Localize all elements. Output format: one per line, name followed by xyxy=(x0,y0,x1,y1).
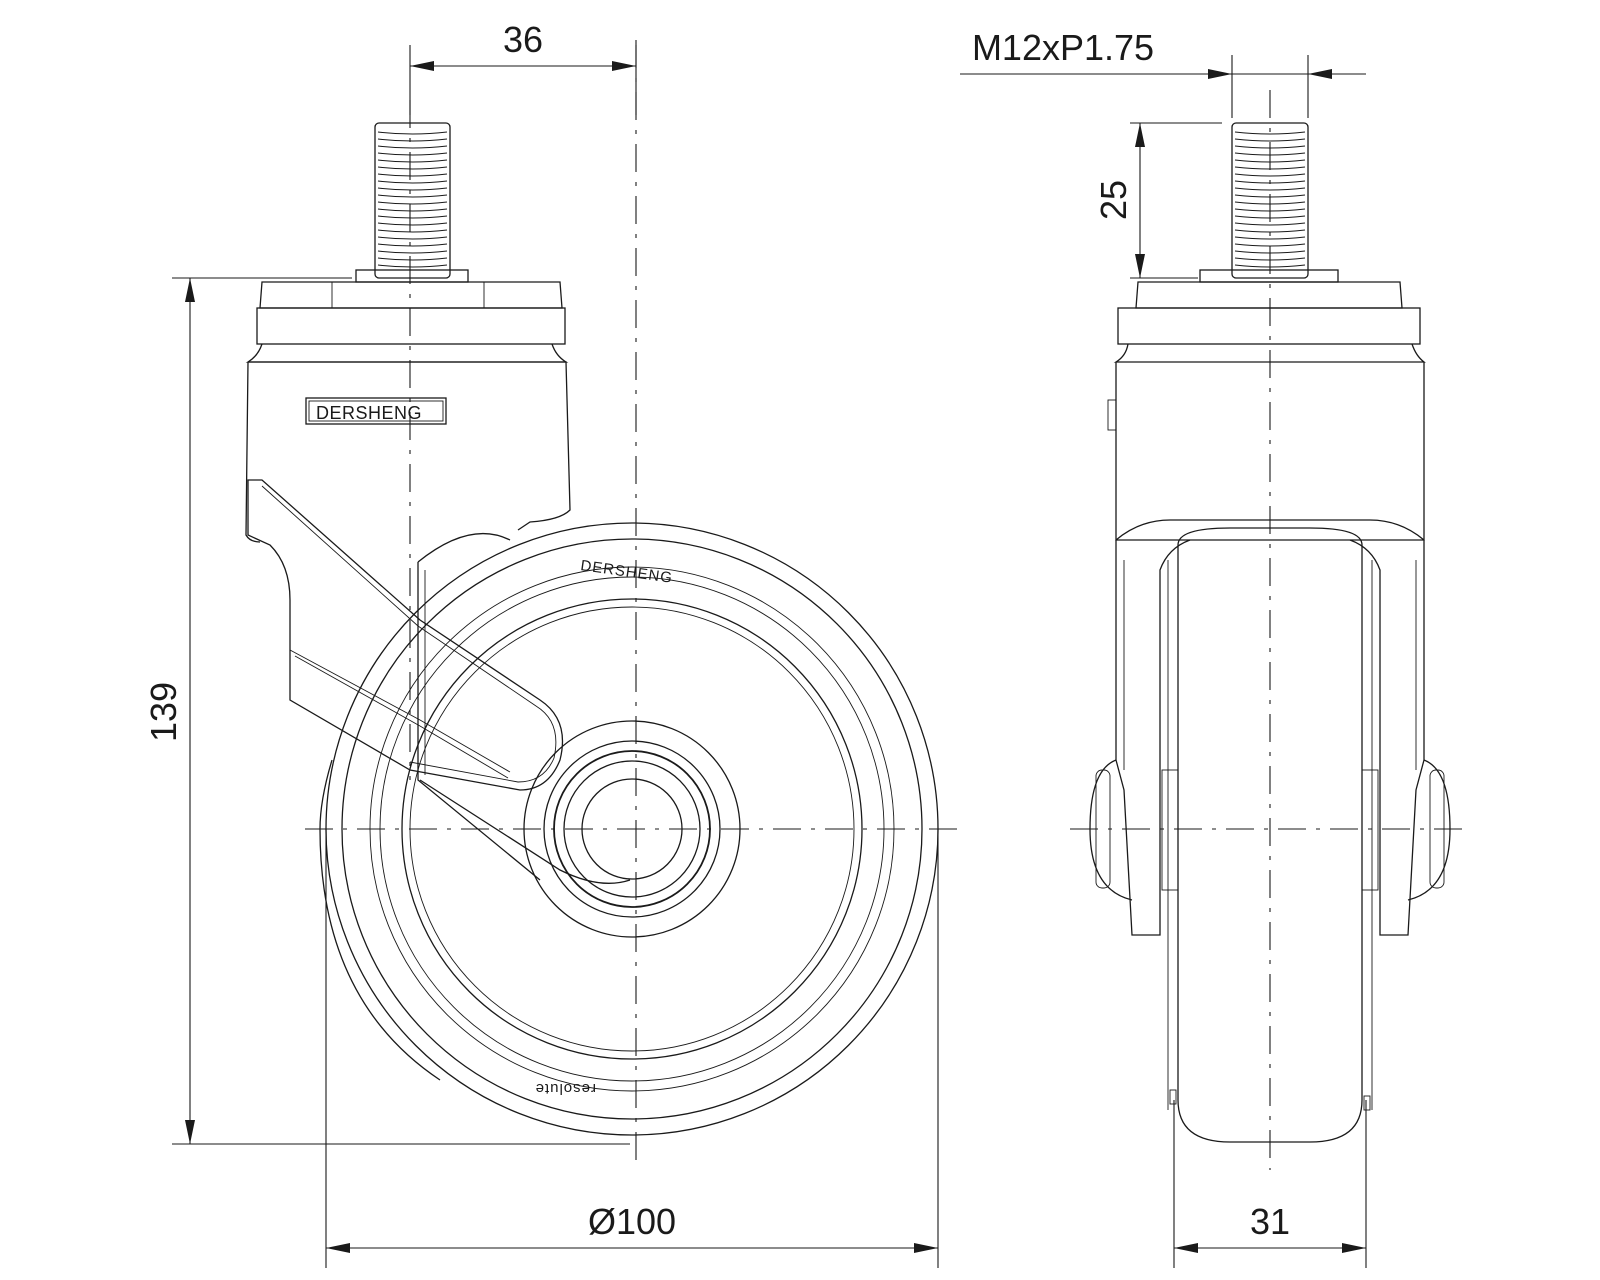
width-value: 31 xyxy=(1250,1201,1290,1242)
offset-dimension: 36 xyxy=(409,19,637,115)
side-wheel xyxy=(1161,527,1379,1143)
housing-brand-label: DERSHENG xyxy=(316,403,422,423)
wheel-brand-label: DERSHENG xyxy=(579,557,673,587)
width-dimension: 31 xyxy=(1173,1100,1367,1268)
side-threaded-stem xyxy=(1199,122,1339,283)
height-dimension: 139 xyxy=(143,277,630,1145)
dimensions: 36 M12xP1.75 25 139 xyxy=(143,19,1367,1268)
stem-length-value: 25 xyxy=(1093,180,1134,220)
diameter-value: Ø100 xyxy=(588,1201,676,1242)
front-swivel-housing: DERSHENG xyxy=(245,361,571,543)
tread-marking-label: resolute xyxy=(535,1080,596,1097)
thread-value: M12xP1.75 xyxy=(972,27,1154,68)
offset-value: 36 xyxy=(503,19,543,60)
front-threaded-stem xyxy=(355,122,469,283)
front-view: DERSHENG DERSHENG resolute xyxy=(245,40,965,1170)
thread-dimension: M12xP1.75 xyxy=(960,27,1366,118)
front-top-plate xyxy=(245,281,569,363)
stem-length-dimension: 25 xyxy=(1093,122,1222,279)
side-swivel-housing xyxy=(1107,362,1425,541)
height-value: 139 xyxy=(143,682,184,742)
thread-ridges xyxy=(377,131,448,268)
side-view xyxy=(1070,90,1470,1170)
diameter-dimension: Ø100 xyxy=(325,829,939,1268)
front-fork-arm xyxy=(247,479,631,884)
